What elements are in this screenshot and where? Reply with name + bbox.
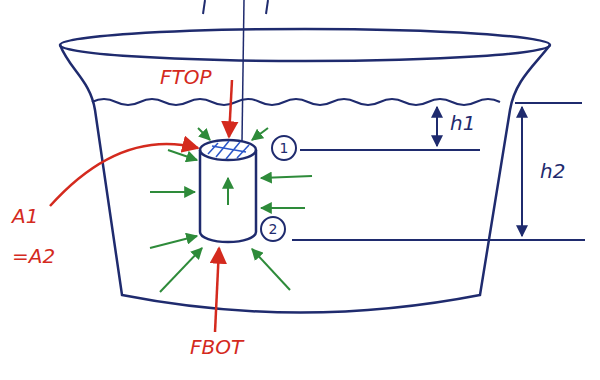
rope [203,0,205,14]
dimension-line [292,239,585,241]
diagram-label: h1 [450,112,475,135]
dimension-line [515,102,582,104]
callout-number: 1 [280,141,289,155]
force-arrow [229,80,232,137]
dimension-arrow [436,107,438,146]
water-surface [92,99,500,105]
diagram-label: FTOP [160,66,212,89]
string [242,0,244,141]
diagram-label: h2 [540,160,565,183]
callout-circle: 2 [260,216,286,242]
diagram-label: =A2 [12,245,55,268]
callout-circle: 1 [271,135,297,161]
leader-arrow [50,144,198,206]
diagram-label: FBOT [190,336,243,359]
dimension-arrow [521,107,523,236]
diagram-label: A1 [12,205,38,228]
dimension-line [300,149,480,151]
pressure-arrow [150,128,312,292]
rope [266,0,268,14]
bucket-rim [60,29,550,61]
bucket-wall [60,45,550,313]
cylinder-body [200,150,256,242]
force-arrow [215,248,219,332]
cylinder-top [200,140,256,160]
callout-number: 2 [269,222,278,236]
area-hatch [208,141,249,159]
